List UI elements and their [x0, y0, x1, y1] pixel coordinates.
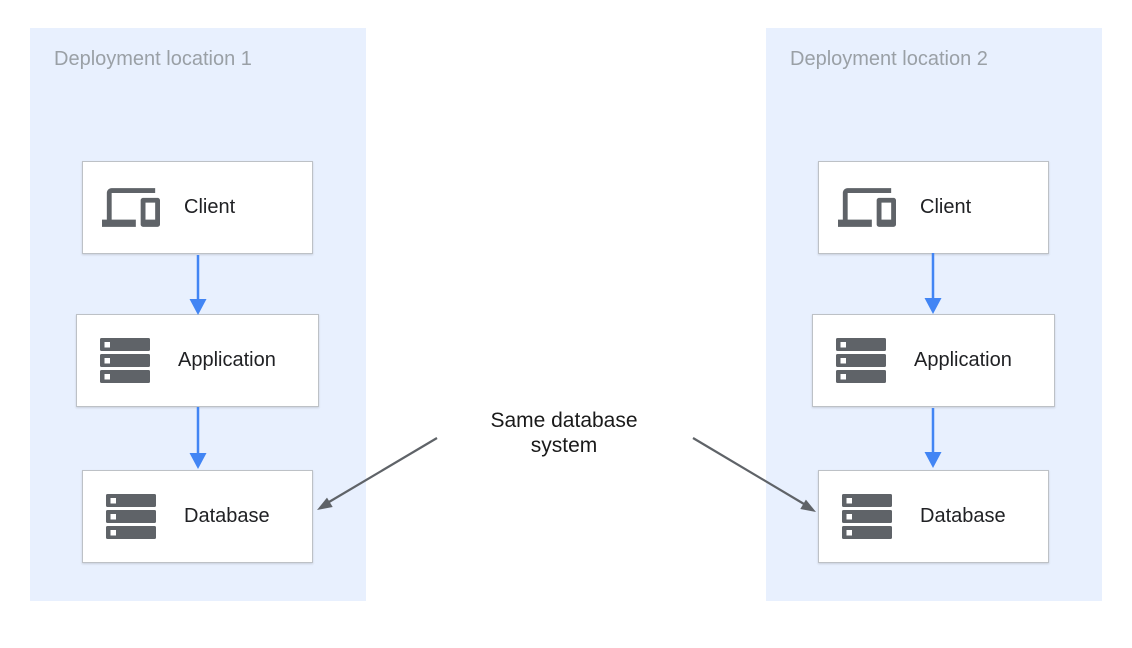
annotation-line-1: Same database — [490, 409, 638, 432]
node-client: Client — [82, 161, 313, 254]
devices-icon — [102, 187, 160, 228]
storage-icon — [832, 338, 890, 383]
deployment-location-1-panel: Deployment location 1 Client A — [30, 28, 366, 601]
node-database: Database — [818, 470, 1049, 563]
node-label: Database — [184, 505, 270, 527]
panel-title: Deployment location 2 — [790, 48, 988, 70]
annotation-same-database-system: Same database system — [454, 408, 674, 458]
storage-icon — [838, 494, 896, 539]
node-application: Application — [76, 314, 319, 407]
deployment-location-2-panel: Deployment location 2 Client A — [766, 28, 1102, 601]
node-database: Database — [82, 470, 313, 563]
node-client: Client — [818, 161, 1049, 254]
annotation-line-2: system — [530, 434, 598, 457]
devices-icon — [838, 187, 896, 228]
storage-icon — [96, 338, 154, 383]
node-label: Client — [920, 196, 972, 218]
node-label: Database — [920, 505, 1006, 527]
storage-icon — [102, 494, 160, 539]
node-label: Application — [914, 349, 1012, 371]
node-label: Client — [184, 196, 236, 218]
panel-title: Deployment location 1 — [54, 48, 252, 70]
node-application: Application — [812, 314, 1055, 407]
node-label: Application — [178, 349, 276, 371]
